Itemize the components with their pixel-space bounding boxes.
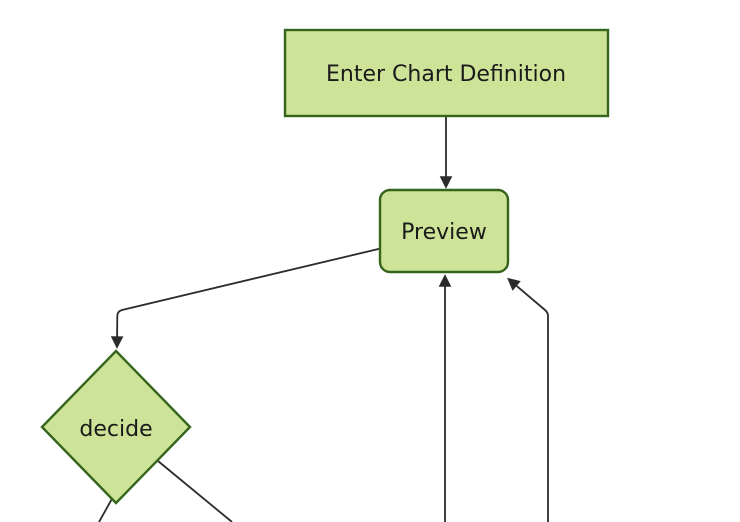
- preview-label: Preview: [401, 220, 487, 245]
- node-enter-chart-definition: Enter Chart Definition: [283, 28, 610, 118]
- edge-decide-to-offscreen-left: [98, 496, 114, 522]
- edge-decide-to-offscreen-right: [157, 460, 233, 522]
- node-preview: Preview: [378, 188, 510, 274]
- edge-bottom-right-to-preview: [507, 277, 549, 522]
- enter-chart-definition-label: Enter Chart Definition: [326, 62, 566, 87]
- node-decide: decide: [40, 349, 192, 505]
- enter-chart-definition-box: [283, 28, 610, 118]
- preview-box: [378, 188, 510, 274]
- decide-diamond: [40, 349, 192, 505]
- decide-label: decide: [79, 417, 152, 442]
- edge-preview-to-decide: [110, 247, 381, 349]
